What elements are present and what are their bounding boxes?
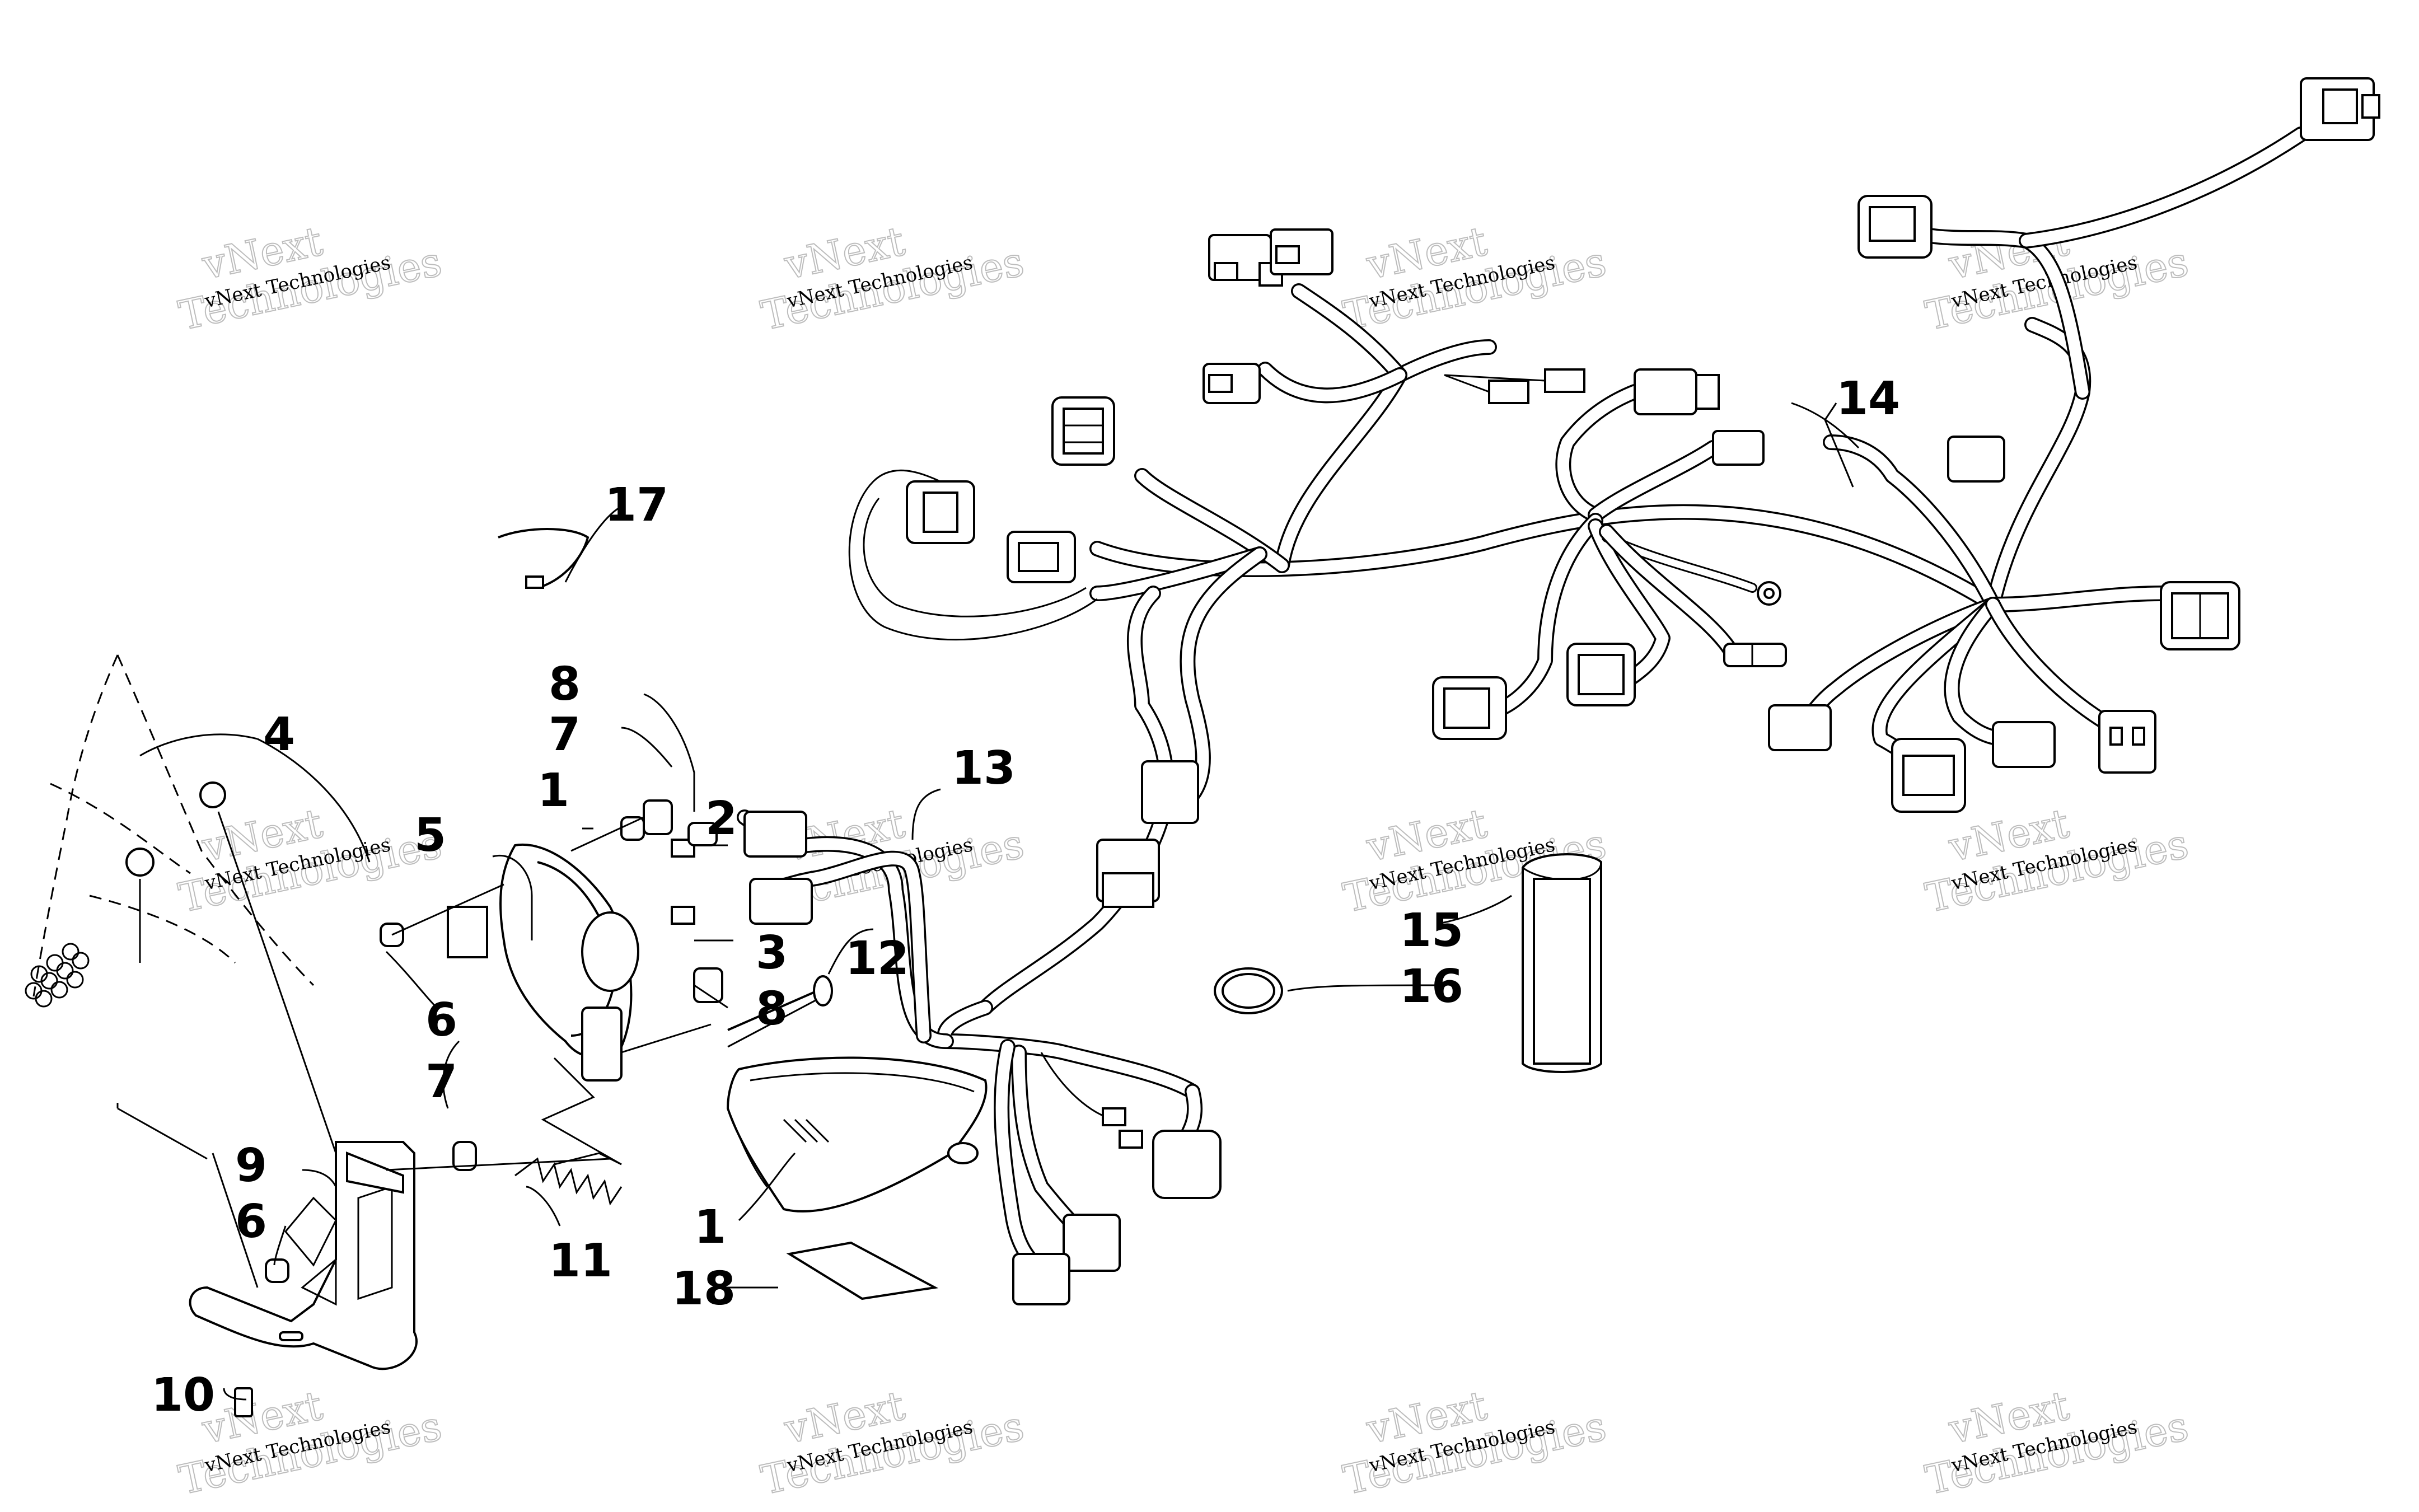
connector <box>906 480 975 544</box>
connector <box>2160 581 2240 650</box>
callout-9: 9 <box>235 1139 267 1192</box>
callout-4: 4 <box>263 708 295 761</box>
connector <box>1119 1130 1143 1149</box>
wire-tie <box>498 528 589 589</box>
callout-2: 2 <box>705 792 737 845</box>
connector <box>1857 195 1933 259</box>
connector <box>1723 643 1787 667</box>
spring <box>514 1157 623 1206</box>
label-decal <box>786 1241 939 1300</box>
callout-6-lower: 6 <box>235 1195 267 1248</box>
adjuster-screw <box>727 975 833 1031</box>
callout-5: 5 <box>414 809 446 862</box>
callout-15: 15 <box>1400 904 1463 957</box>
connector <box>1444 368 1585 404</box>
connector <box>749 878 813 925</box>
sleeve <box>1522 853 1602 1073</box>
connector <box>1096 760 1199 908</box>
callout-13: 13 <box>952 742 1016 795</box>
callout-7-upper: 7 <box>549 708 581 761</box>
callout-7-lower: 7 <box>425 1055 457 1108</box>
connector <box>1634 368 1720 415</box>
connector <box>1992 721 2056 768</box>
connector <box>2300 77 2380 141</box>
connector <box>1063 1214 1121 1272</box>
headlight-assembly <box>25 654 988 1417</box>
callout-12: 12 <box>845 932 909 985</box>
callout-1-headlight: 1 <box>694 1201 726 1254</box>
callout-8-upper: 8 <box>549 658 581 711</box>
callout-8-lower: 8 <box>756 982 788 1036</box>
watermark-12: vNext Technologies vNext Technologies <box>1921 1381 2193 1504</box>
connector <box>1270 228 1334 275</box>
connector <box>1712 430 1765 466</box>
callout-11: 11 <box>549 1234 612 1288</box>
watermark-10: vNext Technologies vNext Technologies <box>756 1381 1028 1504</box>
watermark-1: vNext Technologies vNext Technologies <box>174 217 446 340</box>
callout-6-upper: 6 <box>425 994 457 1047</box>
callout-17: 17 <box>605 479 668 532</box>
connector <box>1566 643 1636 706</box>
watermark-11: vNext Technologies vNext Technologies <box>1339 1381 1611 1504</box>
headlight-harness <box>737 809 1222 1305</box>
callout-3: 3 <box>756 926 788 980</box>
connector <box>1432 676 1507 740</box>
leader-lines <box>139 402 1860 1401</box>
connector <box>1203 363 1261 404</box>
connector <box>1152 1130 1222 1199</box>
connector <box>1007 531 1076 583</box>
callout-16: 16 <box>1400 960 1463 1013</box>
hose-clamp <box>1214 967 1283 1014</box>
connector <box>743 811 807 858</box>
connector <box>1891 738 1966 813</box>
callout-18: 18 <box>672 1262 736 1316</box>
connector <box>1768 704 1832 751</box>
main-wiring-harness <box>848 77 2380 1015</box>
grille-pattern <box>25 943 90 1008</box>
connector <box>1012 1253 1070 1305</box>
callouts: 1 1 2 3 4 5 6 6 7 7 8 8 9 10 11 12 13 14… <box>151 372 1900 1422</box>
callout-10: 10 <box>151 1369 215 1422</box>
watermark-2: vNext Technologies vNext Technologies <box>756 217 1028 340</box>
connector <box>1757 581 1781 606</box>
connector <box>1102 1107 1126 1126</box>
connector <box>2098 710 2156 774</box>
watermark-3: vNext Technologies vNext Technologies <box>1339 217 1611 340</box>
callout-14: 14 <box>1836 372 1900 425</box>
callout-1-housing: 1 <box>537 764 569 817</box>
connector <box>1208 234 1283 287</box>
connector <box>1947 436 2005 483</box>
connector <box>1051 396 1115 466</box>
